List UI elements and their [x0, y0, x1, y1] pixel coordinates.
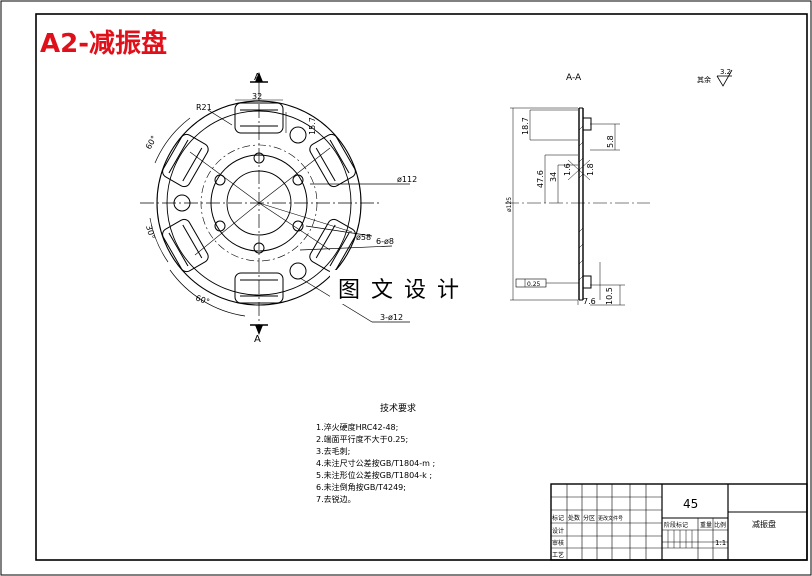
title-block-text: 标记 处数 分区 更改文件号 设计 审核 工艺 阶段标记 重量 比例 1:1 4… [552, 497, 776, 559]
tb-part-name: 减振盘 [752, 519, 776, 529]
spring-windows [162, 102, 356, 304]
tb-weight-label: 重量 [700, 521, 712, 529]
tech-req-item: 5.未注形位公差按GB/T1804-k ; [316, 470, 432, 480]
dim-angle-60-bottom: 60° [194, 293, 210, 306]
title-block [550, 483, 808, 561]
tb-scale-value: 1:1 [715, 539, 726, 547]
tb-count-label: 处数 [568, 514, 580, 522]
front-view [140, 72, 410, 335]
roughness-label: 其余 [697, 75, 711, 84]
watermark-text: 图 文 设 计 [338, 278, 461, 303]
flatness-value: 0.25 [527, 281, 541, 288]
dim-1-8: 1.8 [586, 163, 595, 176]
hole-pattern-3 [173, 126, 307, 280]
section-mark-bottom: A [254, 334, 261, 345]
inner-border [35, 13, 808, 561]
tb-change-label: 更改文件号 [598, 515, 623, 522]
tb-zone-label: 分区 [583, 514, 595, 522]
tech-requirements: 技术要求 1.淬火硬度HRC42-48; 2.端面平行度不大于0.25; 3.去… [316, 402, 435, 504]
dim-w32: 32 [252, 92, 262, 101]
tb-process-label: 工艺 [552, 551, 564, 559]
roughness-value: 3.2 [720, 68, 731, 76]
dim-angle-30: 30° [144, 224, 156, 240]
tb-design-label: 设计 [552, 527, 564, 535]
tech-req-item: 3.去毛刺; [316, 446, 350, 456]
tech-req-item: 2.端面平行度不大于0.25; [316, 434, 408, 444]
dim-d125: ø125 [506, 197, 513, 212]
section-label: A-A [566, 73, 582, 83]
dim-18-7: 18.7 [521, 117, 530, 135]
front-view-labels: A A R21 32 15.7 60° 30° 60° ø112 ø58 6-ø… [144, 72, 417, 345]
dim-r21: R21 [196, 103, 212, 112]
watermark-backdrop [330, 270, 480, 304]
tb-stage-label: 阶段标记 [664, 521, 688, 529]
section-view [505, 107, 650, 306]
tb-material: 45 [683, 497, 698, 511]
dim-47-6: 47.6 [536, 170, 545, 188]
dim-holes-3: 3-ø12 [380, 313, 403, 322]
section-view-labels: A-A 18.7 5.8 47.6 34 1.6 1.8 ø125 7.6 10… [506, 73, 615, 306]
tech-req-item: 4.未注尺寸公差按GB/T1804-m ; [316, 458, 435, 468]
drawing-title: A2-减振盘 [40, 28, 167, 59]
dim-34: 34 [549, 172, 558, 182]
dim-angle-60-top: 60° [144, 134, 159, 151]
section-mark-top: A [254, 72, 261, 83]
tb-mark-label: 标记 [552, 514, 564, 522]
dim-7-6: 7.6 [583, 297, 596, 306]
dim-d112: ø112 [397, 175, 417, 184]
dim-holes-6: 6-ø8 [376, 237, 394, 246]
dim-d58: ø58 [356, 233, 371, 242]
hole-pattern-6 [214, 152, 304, 254]
tech-req-item: 6.未注倒角按GB/T4249; [316, 482, 406, 492]
tb-check-label: 审核 [552, 539, 564, 547]
tech-req-heading: 技术要求 [380, 402, 416, 414]
roughness-symbol: 其余 3.2 [697, 68, 733, 87]
tech-req-item: 1.淬火硬度HRC42-48; [316, 422, 398, 432]
dim-15-7: 15.7 [308, 117, 317, 135]
dim-5-8: 5.8 [606, 135, 615, 148]
tb-scale-label: 比例 [714, 521, 726, 529]
dim-10-5: 10.5 [605, 287, 614, 305]
tech-req-item: 7.去锐边。 [316, 494, 356, 504]
dim-1-6: 1.6 [563, 163, 572, 176]
